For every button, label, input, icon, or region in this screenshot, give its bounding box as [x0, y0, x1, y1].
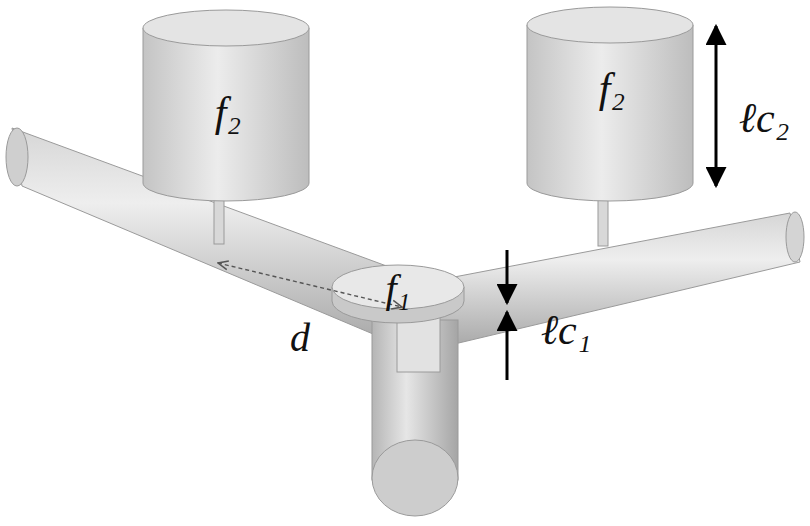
cavity-cylinder — [527, 25, 693, 201]
frequency-label: f₂ — [599, 67, 625, 109]
dimension-label: d — [290, 318, 310, 358]
dimension-arrow — [715, 26, 718, 186]
frequency-label: f₁ — [385, 269, 410, 309]
dimension-label: ℓc₁ — [541, 309, 592, 351]
cavity-top — [143, 10, 309, 46]
right-waveguide — [428, 213, 800, 346]
dimension-arrow — [506, 250, 509, 303]
bottom-port — [372, 440, 458, 516]
frequency-label: f₂ — [215, 91, 241, 133]
dimension-label: ℓc₂ — [739, 97, 790, 139]
right-port — [786, 212, 804, 262]
left-port — [6, 128, 28, 186]
dimension-line — [218, 263, 402, 307]
cavity-top — [527, 7, 693, 43]
disk-top — [332, 265, 464, 309]
dimension-arrow — [506, 312, 509, 380]
cavity-cylinder — [143, 28, 309, 201]
